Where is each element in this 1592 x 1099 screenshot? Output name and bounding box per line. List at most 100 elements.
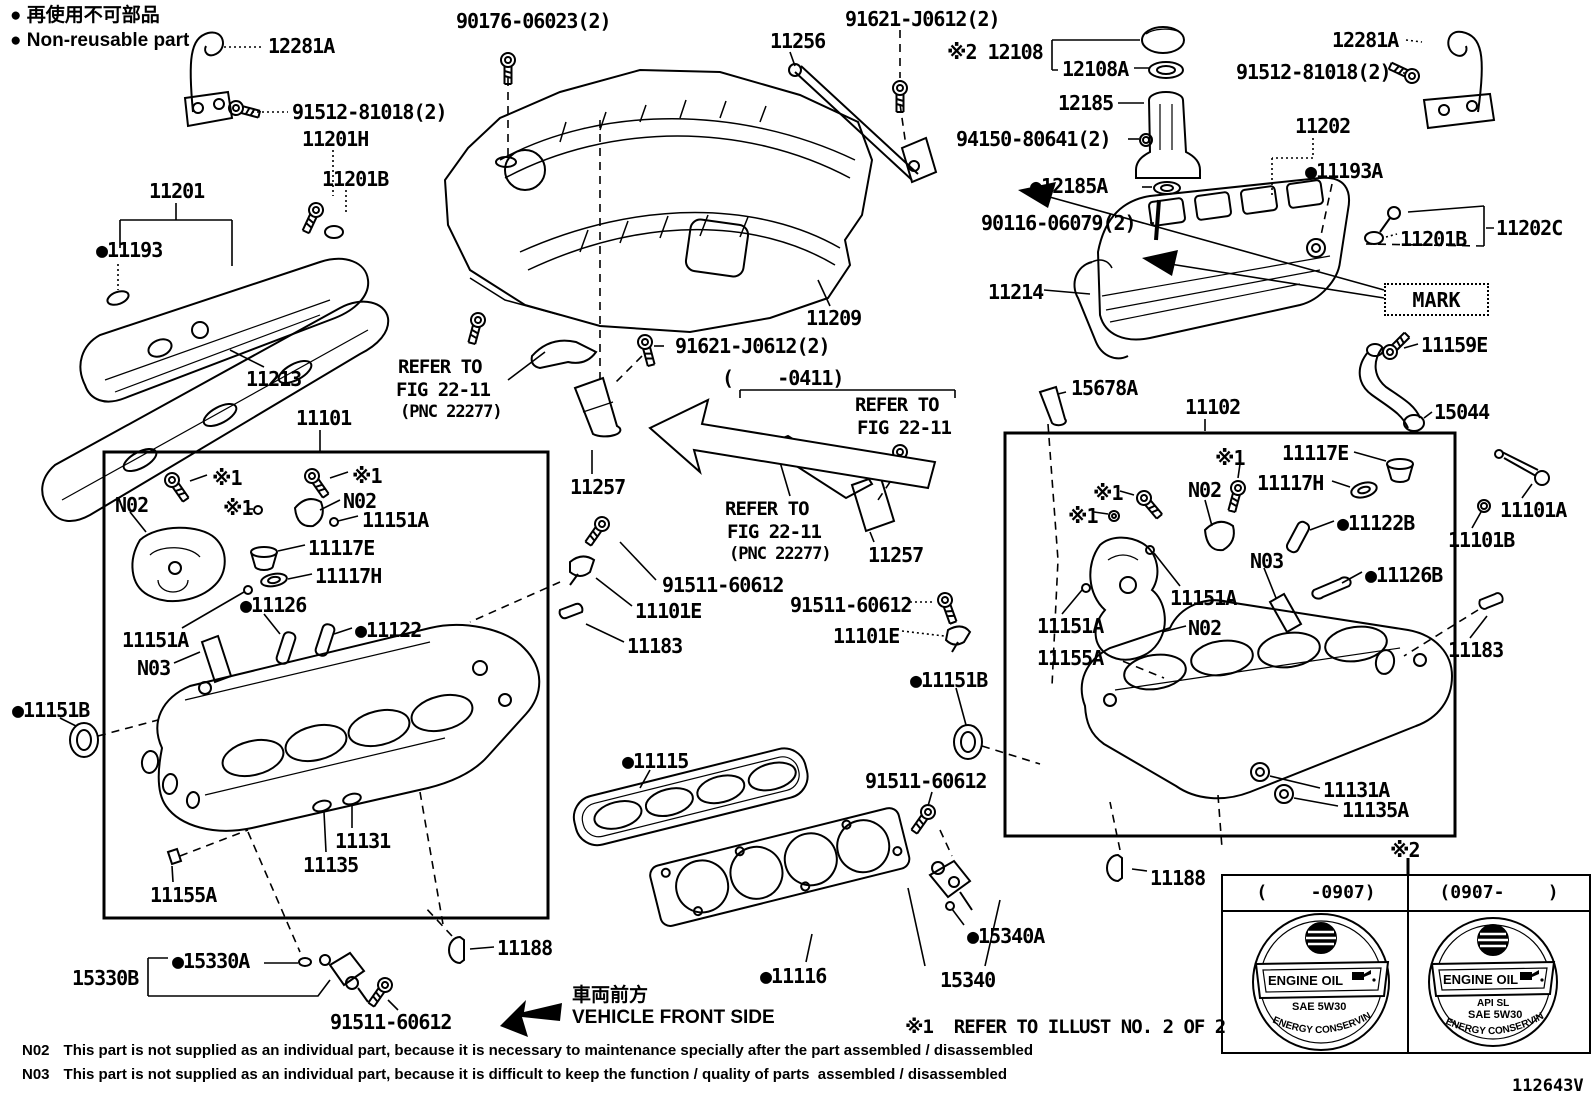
date-range-header-left: ( -0907)	[1256, 882, 1376, 903]
date-range-0411: ( -0411)	[722, 366, 844, 390]
legend-nonreusable-jp: ● 再使用不可部品	[10, 5, 160, 26]
refer-illust-note: ※1 REFER TO ILLUST NO. 2 OF 2	[905, 1016, 1226, 1038]
refer-note-2-line1: REFER TO	[855, 394, 940, 416]
leader-lines	[59, 30, 1533, 1011]
note-label-n03-right: N03	[1250, 549, 1284, 573]
part-label-11201b-right: 11201B	[1400, 227, 1467, 251]
part-label-11131a: 11131A	[1323, 778, 1390, 802]
part-label-11126b: ●11126B	[1365, 563, 1443, 587]
small-parts-left-box	[69, 465, 339, 758]
sae-text-left: SAE 5W30	[1292, 1001, 1346, 1013]
part-label-11188-right: 11188	[1150, 866, 1206, 890]
footnote-n02-label: N02	[22, 1042, 50, 1059]
part-label-91621-top: 91621-J0612(2)	[845, 7, 1001, 31]
part-label-15330a: ●15330A	[172, 949, 250, 973]
part-label-11151a-rb: 11151A	[1037, 614, 1104, 638]
part-label-91512-left: 91512-81018(2)	[292, 100, 448, 124]
part-label-11201h: 11201H	[302, 127, 369, 151]
ref-mark-1-a: ※1	[212, 466, 243, 490]
part-label-15044: 15044	[1434, 400, 1490, 424]
part-label-91511-d: 91511-60612	[790, 593, 912, 617]
note-label-n02-c: N02	[1188, 478, 1222, 502]
part-label-11213: 11213	[246, 367, 302, 391]
ref-mark-1-f: ※1	[1068, 504, 1099, 528]
oil-can-icon	[1352, 970, 1376, 982]
part-label-11117h-left: 11117H	[315, 564, 382, 588]
part-label-11257-a: 11257	[570, 475, 626, 499]
small-parts-right-box	[935, 449, 1550, 760]
note-label-n02-b: N02	[343, 489, 377, 513]
part-label-12108a: 12108A	[1062, 57, 1129, 81]
ref-mark-1-c: ※1	[223, 496, 254, 520]
head-gasket-11115-drawing	[572, 747, 809, 847]
part-label-11188-left: 11188	[497, 936, 553, 960]
refer-note-1-line1: REFER TO	[398, 356, 483, 378]
ref-mark-2: ※2	[1390, 838, 1421, 862]
part-label-11202c: 11202C	[1496, 216, 1563, 240]
sae-text-right: SAE 5W30	[1468, 1009, 1522, 1021]
ref-mark-1-e: ※1	[1093, 481, 1124, 505]
part-label-11102: 11102	[1185, 395, 1241, 419]
part-label-11155a-left: 11155A	[150, 883, 217, 907]
vehicle-front-arrow-icon	[500, 1000, 562, 1037]
note-label-n03-left: N03	[137, 656, 171, 680]
oil-cap-right-drawing	[1428, 917, 1558, 1047]
part-label-11135a: 11135A	[1342, 798, 1409, 822]
part-label-11183-right: 11183	[1448, 638, 1504, 662]
part-label-90176: 90176-06023(2)	[456, 9, 612, 33]
drawing-code: 112643V	[1512, 1076, 1584, 1096]
hook-bracket-left-drawing	[183, 31, 234, 128]
part-label-91511-a: 91511-60612	[662, 573, 784, 597]
part-label-11101b: 11101B	[1448, 528, 1515, 552]
part-label-11116: ●11116	[760, 964, 827, 988]
oil-filler-drawing	[1135, 26, 1201, 241]
footnote-n03-label: N03	[22, 1066, 50, 1083]
mark-label: MARK	[1412, 287, 1461, 312]
small-parts-top	[226, 52, 1425, 533]
part-label-11193a: ●11193A	[1305, 159, 1383, 183]
part-label-11183-left: 11183	[627, 634, 683, 658]
ref-mark-1-b: ※1	[352, 464, 383, 488]
part-label-15330b: 15330B	[72, 966, 139, 990]
right-parts-box	[1003, 431, 1457, 838]
footnote-n02-text: This part is not supplied as an individu…	[63, 1042, 1034, 1059]
part-label-12281a-right: 12281A	[1332, 28, 1399, 52]
engine-cover-drawing	[443, 68, 874, 334]
note-label-n02-a: N02	[115, 493, 149, 517]
refer-note-3-line2: FIG 22-11	[727, 521, 822, 543]
part-label-11135: 11135	[303, 853, 359, 877]
part-label-11117e-left: 11117E	[308, 536, 375, 560]
vehicle-front-jp: 車両前方	[572, 985, 649, 1006]
part-label-11202: 11202	[1295, 114, 1351, 138]
refer-note-3-line3: (PNC 22277)	[729, 544, 832, 564]
mark-box: MARK	[1384, 283, 1489, 316]
part-label-11101: 11101	[296, 406, 352, 430]
refer-note-1-line2: FIG 22-11	[396, 379, 491, 401]
part-label-11201b-left: 11201B	[322, 167, 389, 191]
part-label-11151a-l: 11151A	[122, 628, 189, 652]
part-label-15340: 15340	[940, 968, 996, 992]
note-label-n02-d: N02	[1188, 616, 1222, 640]
head-gasket-11116-drawing	[649, 807, 911, 927]
hook-bracket-right-drawing	[1422, 30, 1496, 130]
part-label-12108: ※2 12108	[947, 40, 1044, 64]
part-label-11115: ●11115	[622, 749, 689, 773]
part-label-12185: 12185	[1058, 91, 1114, 115]
part-label-11155a-right: 11155A	[1037, 646, 1104, 670]
part-label-11101e-left: 11101E	[635, 599, 702, 623]
part-label-11214: 11214	[988, 280, 1044, 304]
part-label-91511-b: 91511-60612	[330, 1010, 452, 1034]
part-label-11117e-right: 11117E	[1282, 441, 1349, 465]
part-label-11126: ●11126	[240, 593, 307, 617]
refer-note-3-line1: REFER TO	[725, 498, 810, 520]
part-label-11209: 11209	[806, 306, 862, 330]
refer-note-1-line3: (PNC 22277)	[400, 402, 503, 422]
refer-note-2-line2: FIG 22-11	[857, 417, 952, 439]
part-label-11101a: 11101A	[1500, 498, 1567, 522]
part-label-11159e: 11159E	[1421, 333, 1488, 357]
legend-nonreusable-en: ● Non-reusable part	[10, 30, 190, 51]
oil-can-icon	[1520, 970, 1544, 982]
